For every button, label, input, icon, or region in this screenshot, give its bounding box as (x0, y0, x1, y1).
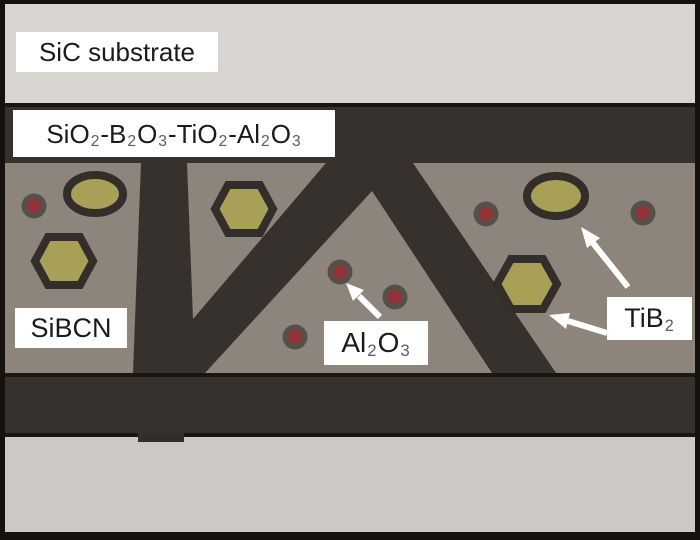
tib2-ellipse (63, 171, 127, 217)
tib2-ellipse (523, 172, 589, 220)
layer-divider-line (5, 103, 695, 107)
crack-notch (138, 433, 184, 442)
al2o3-particle (473, 201, 499, 227)
tib2-hexagon (30, 233, 98, 289)
sic-substrate-label: SiC substrate (16, 32, 218, 72)
layer-divider-line (5, 373, 695, 377)
tib2-hexagon (492, 255, 562, 313)
al2o3-particle (21, 193, 47, 219)
sibcn-matrix-label: SiBCN (15, 308, 127, 348)
bottom-substrate-layer (5, 437, 695, 532)
arrow-icon-to-tib2-hexagon (549, 313, 608, 336)
lower-dark-layer (5, 377, 695, 433)
al2o3-particle (382, 284, 408, 310)
arrow-icon-to-al2o3 (346, 283, 383, 320)
al2o3-particle (327, 259, 353, 285)
layer-divider-line (5, 433, 695, 437)
tib2-hexagon (210, 181, 278, 237)
al2o3-particle (282, 324, 308, 350)
arrow-icon-to-tib2-ellipse (581, 227, 631, 289)
al2o3-particle (630, 200, 656, 226)
